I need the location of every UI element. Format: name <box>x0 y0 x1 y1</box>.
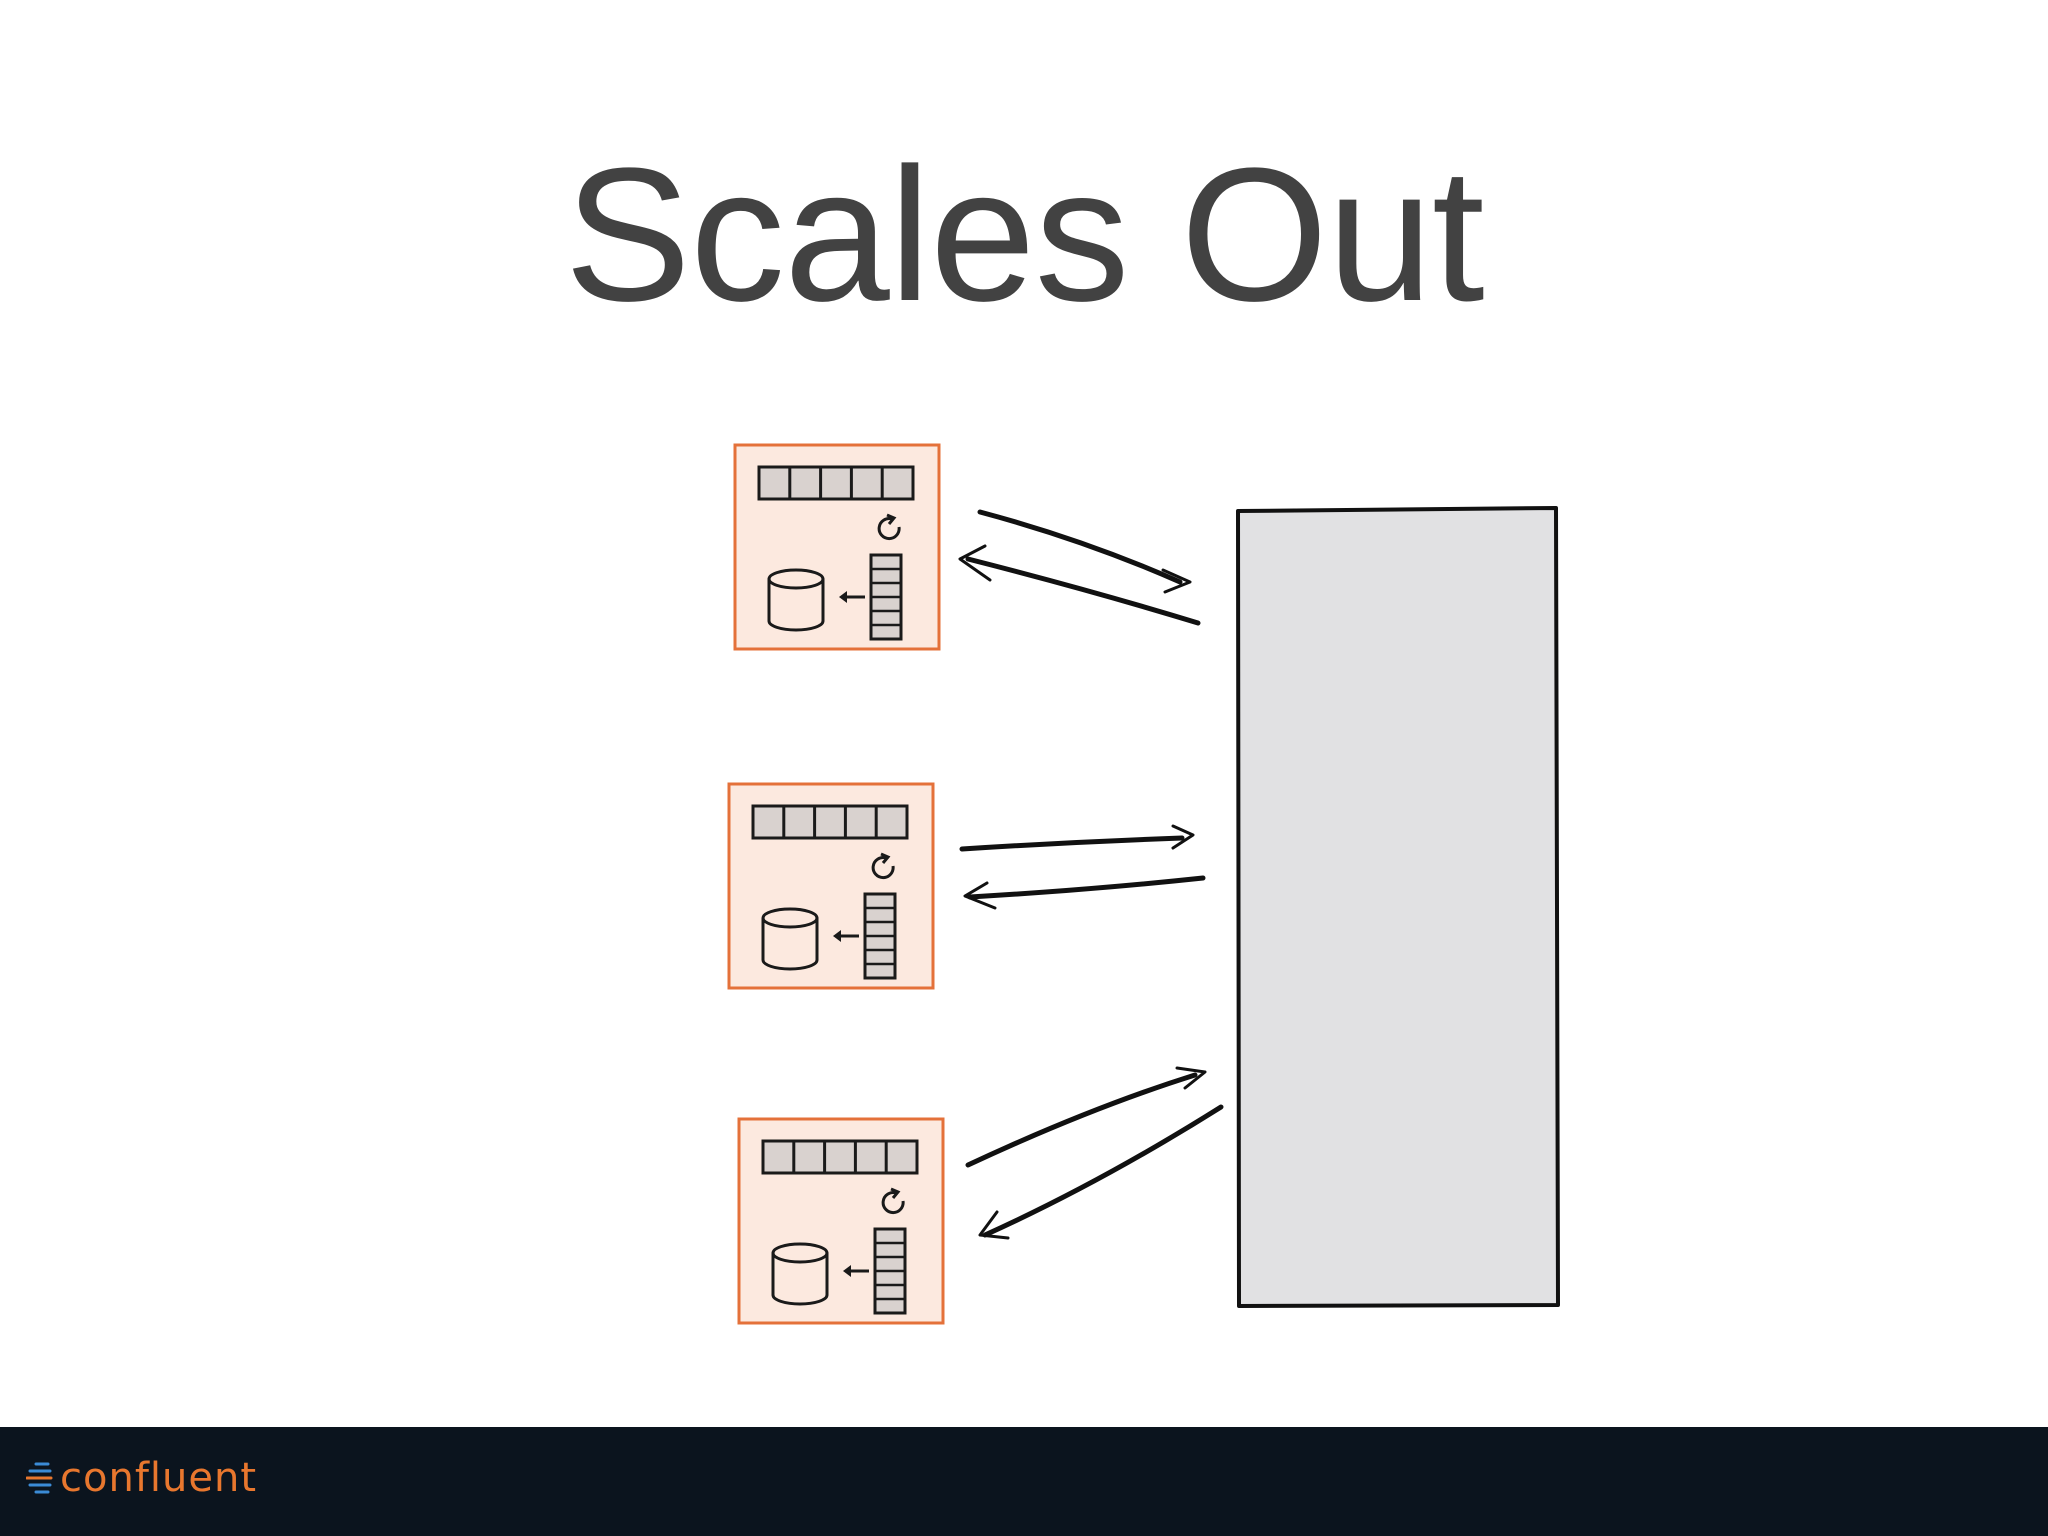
brand-name: confluent <box>60 1455 258 1501</box>
arrows-instance-1 <box>958 509 1201 626</box>
arrows-instance-3 <box>965 1066 1224 1240</box>
arrows-instance-2 <box>959 824 1206 910</box>
app-instance-1 <box>733 443 941 651</box>
app-instance-3 <box>737 1117 945 1325</box>
slide-title: Scales Out <box>564 129 1484 341</box>
footer-bar: confluent <box>0 1427 2048 1536</box>
kafka-cluster <box>1236 506 1560 1308</box>
app-instance-2 <box>727 782 935 990</box>
confluent-mark-icon <box>26 1462 53 1494</box>
confluent-logo: confluent <box>26 1455 257 1501</box>
